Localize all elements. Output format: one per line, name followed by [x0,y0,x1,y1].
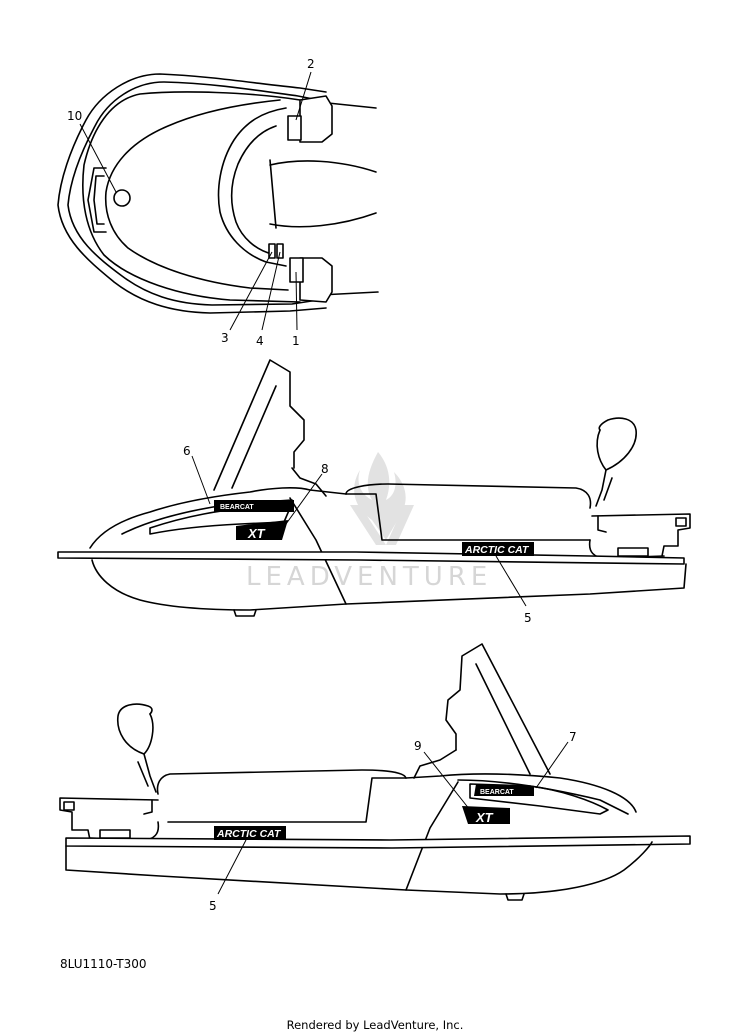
callout-8: 8 [321,462,329,476]
watermark-text: LEADVENTURE [246,562,492,592]
leadventure-watermark: LEADVENTURE [246,452,492,592]
arctic-cat-decal-text-5a: ARCTIC CAT [464,544,530,556]
callout-2: 2 [307,57,315,71]
callout-10: 10 [67,109,82,123]
callout-5-lower: 5 [209,899,217,913]
xt-badge-text-9: XT [475,810,494,825]
callout-3: 3 [221,331,229,345]
callout-4: 4 [256,334,264,348]
right-side-view: BEARCAT XT ARCTIC CAT [59,643,691,901]
render-credit: Rendered by LeadVenture, Inc. [286,1018,464,1032]
watermark-flame-logo [350,452,414,545]
callout-9: 9 [414,739,422,753]
badge-text-6: BEARCAT [220,504,254,511]
top-view-hood [57,73,379,314]
gauge-decal-10 [113,189,131,207]
arctic-cat-decal-text-5b: ARCTIC CAT [216,828,282,840]
callout-6: 6 [183,444,191,458]
part-number: 8LU1110-T300 [60,957,147,971]
left-side-view: BEARCAT XT ARCTIC CAT [57,359,691,617]
badge-text-7: BEARCAT [480,789,514,796]
callout-7: 7 [569,730,577,744]
top-view-callouts: 2 10 3 4 1 [67,57,315,348]
xt-badge-text-8: XT [247,526,266,541]
left-side-callouts: 6 8 5 [183,444,532,625]
callout-1: 1 [292,334,300,348]
callout-5-upper: 5 [524,611,532,625]
right-side-callouts: 9 7 5 [209,730,577,913]
